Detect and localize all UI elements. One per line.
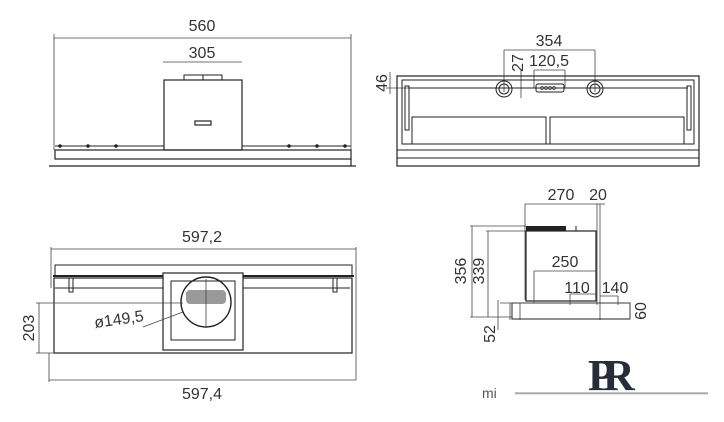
bottom-view: 597,2 ø149,5 203 597,4 xyxy=(21,229,357,403)
dim-bottom-width: 597,4 xyxy=(182,386,222,403)
mounting-hole-icon xyxy=(495,80,513,98)
dim-bottom-offset: 52 xyxy=(482,325,499,343)
dim-hole-spacing: 354 xyxy=(536,33,563,50)
brand-label: mi xyxy=(482,385,497,401)
dim-height-356: 356 xyxy=(453,258,470,285)
dim-depth: 203 xyxy=(21,315,38,342)
dim-frame-height: 60 xyxy=(633,302,650,320)
dim-front-width: 560 xyxy=(189,18,216,35)
dim-offset-250: 250 xyxy=(552,254,579,271)
dim-vertical-46: 46 xyxy=(374,74,391,92)
dim-depth-270: 270 xyxy=(548,187,575,204)
dim-top-width: 597,2 xyxy=(182,229,222,246)
dim-offset-140: 140 xyxy=(602,280,629,297)
side-view: 270 20 356 339 250 110 140 60 52 xyxy=(453,187,650,343)
connector-icon xyxy=(535,83,565,93)
dim-connector-width: 120,5 xyxy=(529,53,569,70)
front-view: 560 305 xyxy=(49,18,356,167)
dim-duct-diameter: ø149,5 xyxy=(93,308,145,332)
dim-offset-110: 110 xyxy=(564,280,590,297)
duct-outlet-icon xyxy=(180,276,232,328)
brand-logo: mi PR xyxy=(482,351,708,401)
dim-motor-width: 305 xyxy=(189,45,216,62)
dim-depth-20: 20 xyxy=(589,187,607,204)
dim-height-339: 339 xyxy=(471,258,488,285)
mounting-hole-icon xyxy=(586,80,604,98)
dim-vertical-27: 27 xyxy=(510,54,527,72)
rear-view: 354 120,5 27 46 xyxy=(374,33,700,167)
